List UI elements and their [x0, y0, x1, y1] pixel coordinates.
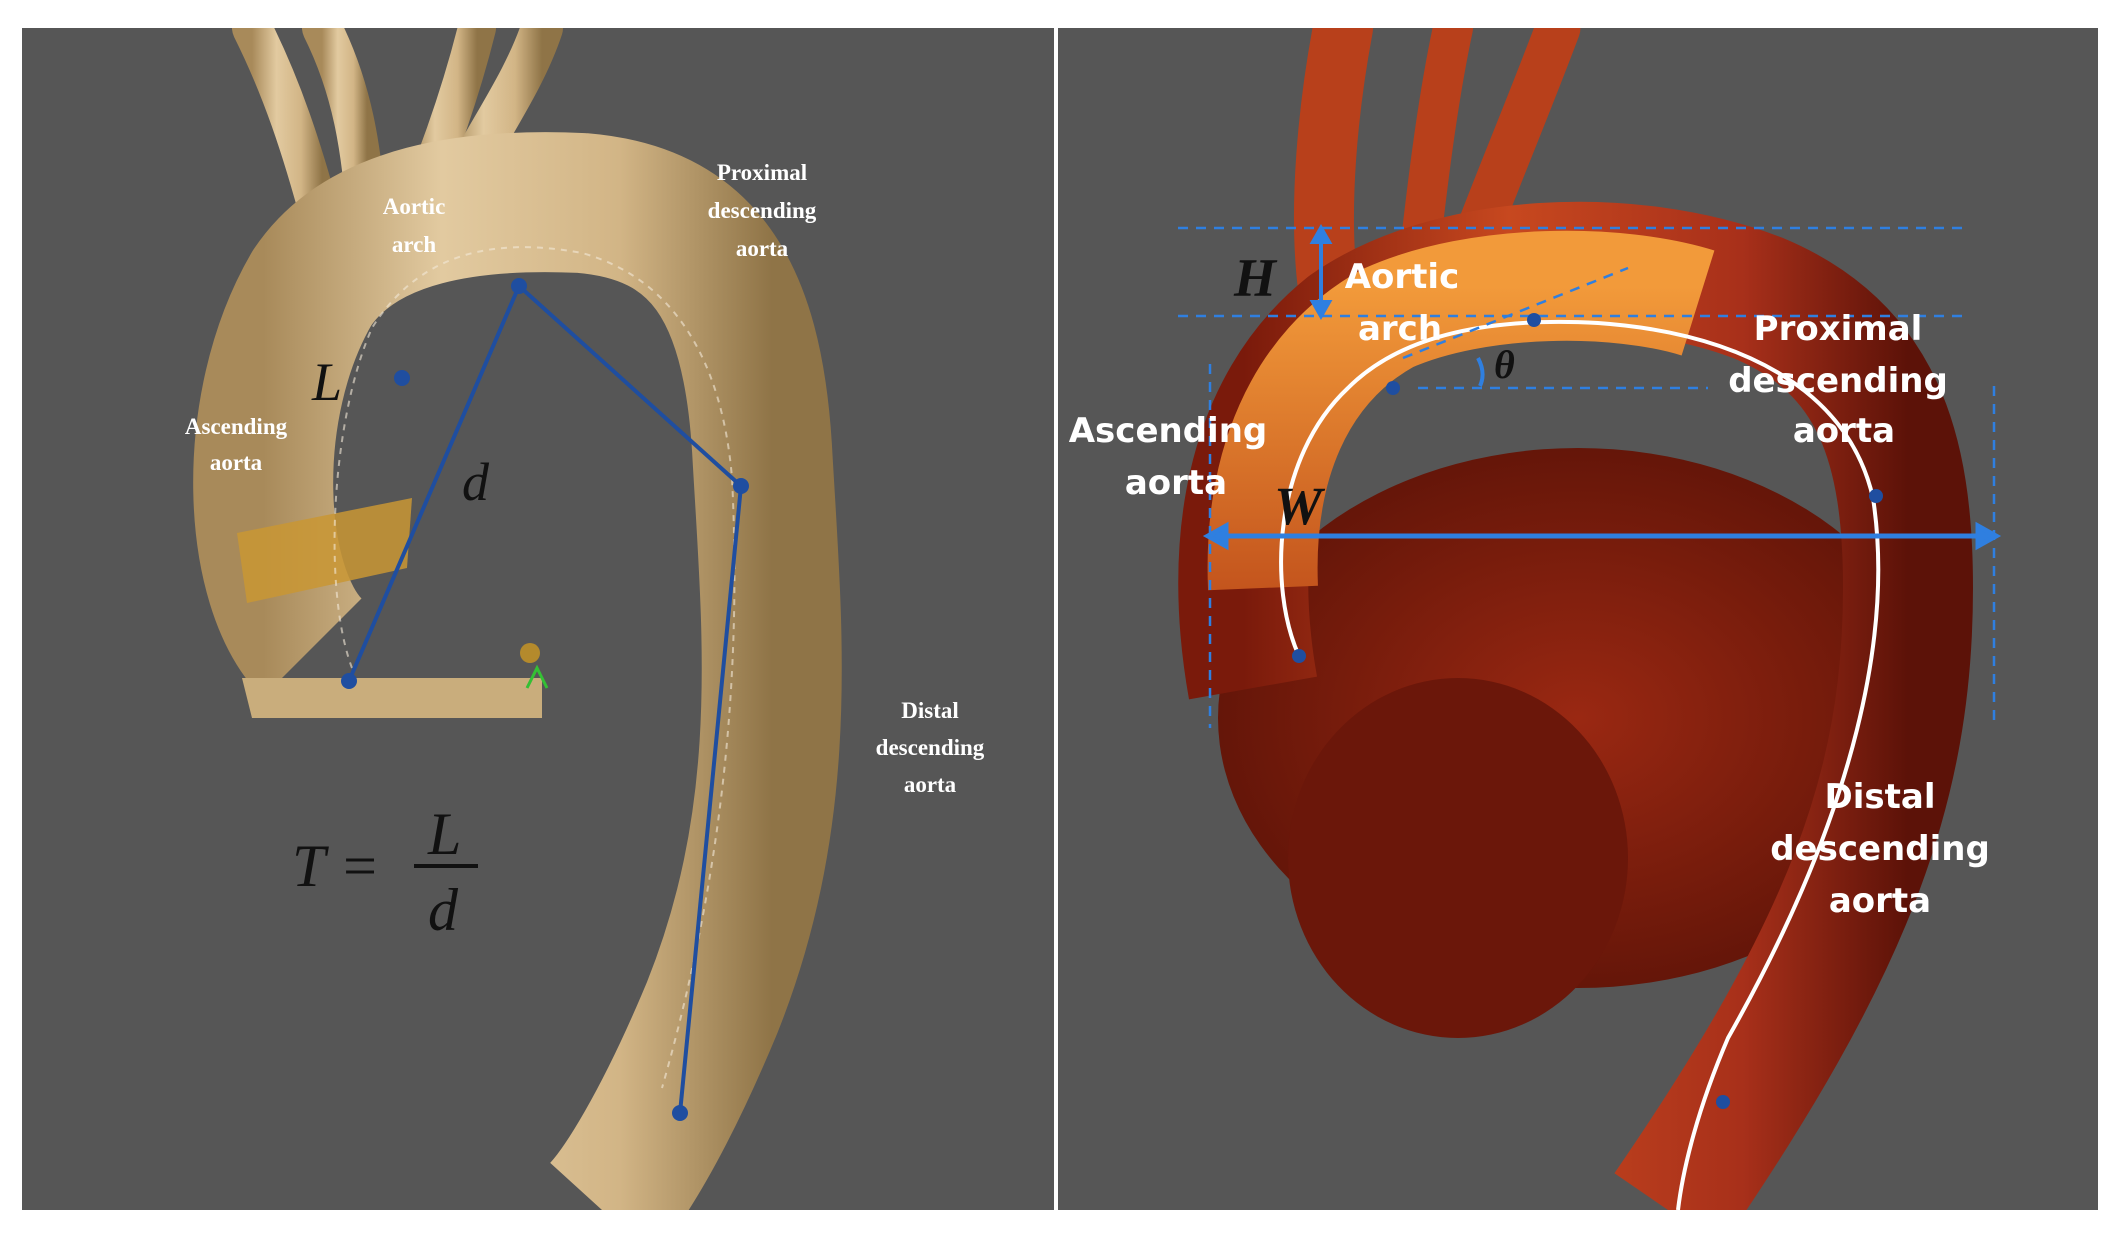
formula-denominator: d	[428, 877, 459, 943]
heart-chamber	[1288, 678, 1628, 1038]
point-distal-r	[1716, 1095, 1730, 1109]
symbol-d: d	[462, 452, 490, 512]
left-illustration: Aortic arch Proximal descending aorta As…	[185, 28, 985, 1210]
symbol-L: L	[311, 352, 342, 412]
calcification-patch	[237, 498, 412, 603]
right-illustration: Aortic arch Proximal descending aorta As…	[1069, 28, 2002, 1210]
label-ascending-1: Ascending	[185, 414, 288, 439]
label-proximal-1-r: Proximal	[1754, 309, 1923, 349]
label-aortic-arch-2-r: arch	[1358, 309, 1442, 349]
tortuosity-measurement-lines	[347, 284, 743, 1114]
label-ascending-1-r: Ascending	[1069, 411, 1268, 451]
measurement-points	[341, 278, 749, 1121]
label-distal-2-r: descending	[1770, 829, 1990, 869]
green-arrow-icon	[525, 664, 549, 689]
height-arrow	[1309, 223, 1333, 321]
tortuosity-formula: T = L d	[292, 801, 478, 943]
label-proximal-2-r: descending	[1728, 361, 1948, 401]
formula-numerator: L	[427, 801, 461, 867]
label-proximal-3-r: aorta	[1793, 411, 1895, 451]
aorta-centerline-right	[1279, 319, 1881, 1210]
point-ascending-mid-r	[1386, 381, 1400, 395]
point-arch-top-r	[1527, 313, 1541, 327]
label-proximal-3: aorta	[736, 236, 789, 261]
label-distal-2: descending	[876, 735, 985, 760]
aorta-model-right	[1178, 201, 1974, 1210]
label-proximal-2: descending	[708, 198, 817, 223]
aortic-root-stub	[242, 678, 542, 718]
height-guides	[1178, 226, 1996, 728]
label-proximal-1: Proximal	[717, 160, 807, 185]
theta-arc	[1476, 357, 1485, 387]
point-distal-descending	[672, 1105, 688, 1121]
point-arch-apex	[511, 278, 527, 294]
aorta-centerline	[333, 246, 736, 1089]
marker-device-icon	[520, 643, 540, 663]
symbol-W: W	[1274, 476, 1326, 536]
point-proximal-r	[1869, 489, 1883, 503]
formula-lhs: T =	[292, 833, 380, 899]
right-panel-geometry: Aortic arch Proximal descending aorta As…	[1058, 28, 2098, 1210]
label-ascending-2: aorta	[210, 450, 263, 475]
label-aortic-arch-1: Aortic	[383, 194, 446, 219]
point-ascending-mid	[394, 370, 410, 386]
symbol-H: H	[1233, 248, 1278, 308]
point-proximal-descending	[733, 478, 749, 494]
label-distal-3: aorta	[904, 772, 957, 797]
aorta-model	[193, 132, 842, 1210]
width-arrow	[1202, 521, 2002, 551]
label-aortic-arch-2: arch	[392, 232, 437, 257]
measurement-points-right	[1292, 313, 1883, 1109]
label-ascending-2-r: aorta	[1125, 463, 1227, 503]
label-distal-1-r: Distal	[1825, 777, 1936, 817]
symbol-theta: θ	[1494, 342, 1515, 387]
point-ascending-root-r	[1292, 649, 1306, 663]
label-distal-3-r: aorta	[1829, 881, 1931, 921]
label-distal-1: Distal	[901, 698, 959, 723]
left-panel-tortuosity: Aortic arch Proximal descending aorta As…	[22, 28, 1054, 1210]
point-ascending-root	[341, 673, 357, 689]
label-aortic-arch-1-r: Aortic	[1345, 257, 1460, 297]
